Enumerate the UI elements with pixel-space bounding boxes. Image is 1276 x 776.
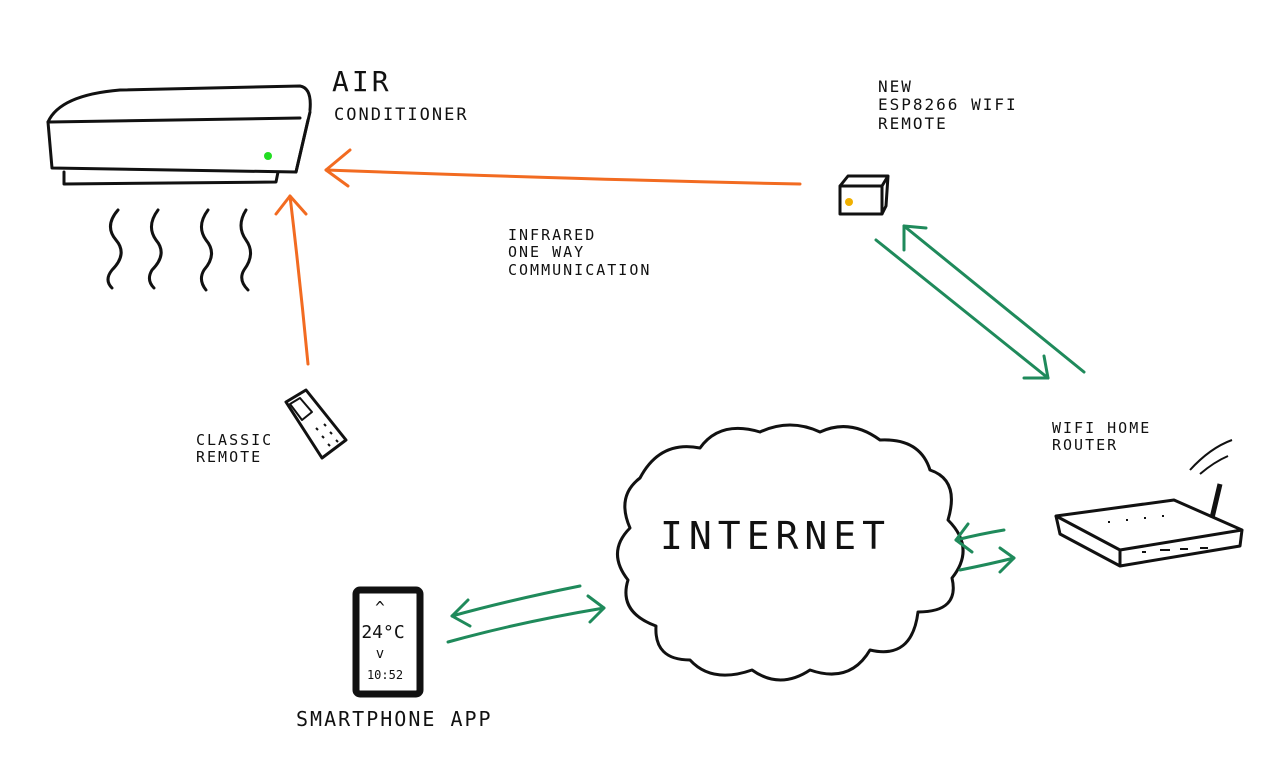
router-label: WIFI HOME ROUTER <box>1052 419 1152 455</box>
esp-to-router-arrow <box>874 238 1050 380</box>
smartphone-app-label: SMARTPHONE APP <box>296 707 493 731</box>
air-conditioner-label: AIR <box>332 65 392 98</box>
phone-up-arrow: ^ <box>375 598 385 617</box>
esp8266-module-icon <box>838 174 890 216</box>
air-conditioner-icon <box>46 84 312 186</box>
esp-led-icon <box>845 198 853 206</box>
internet-cloud-icon <box>616 423 965 682</box>
infrared-label: INFRARED ONE WAY COMMUNICATION <box>508 226 652 279</box>
airflow-icon <box>106 208 252 292</box>
internet-to-router-arrow <box>958 546 1016 574</box>
phone-time: 10:52 <box>366 668 404 682</box>
air-conditioner-sublabel: CONDITIONER <box>334 105 469 125</box>
infrared-arrow <box>324 148 802 188</box>
internet-to-phone-arrow <box>450 584 582 628</box>
router-to-esp-arrow <box>902 224 1086 374</box>
status-led-icon <box>264 152 272 160</box>
classic-remote-icon <box>284 388 348 460</box>
classic-remote-arrow <box>274 194 310 366</box>
internet-label: INTERNET <box>660 514 892 558</box>
classic-remote-label: CLASSIC REMOTE <box>196 431 274 467</box>
smartphone-icon <box>352 586 424 698</box>
esp-remote-label: NEW ESP8266 WIFI REMOTE <box>878 77 1018 133</box>
router-to-internet-arrow <box>954 522 1006 554</box>
router-icon <box>1054 439 1244 568</box>
phone-temperature: 24°C <box>361 622 405 643</box>
phone-to-internet-arrow <box>446 594 606 644</box>
phone-down-arrow: v <box>375 646 385 662</box>
